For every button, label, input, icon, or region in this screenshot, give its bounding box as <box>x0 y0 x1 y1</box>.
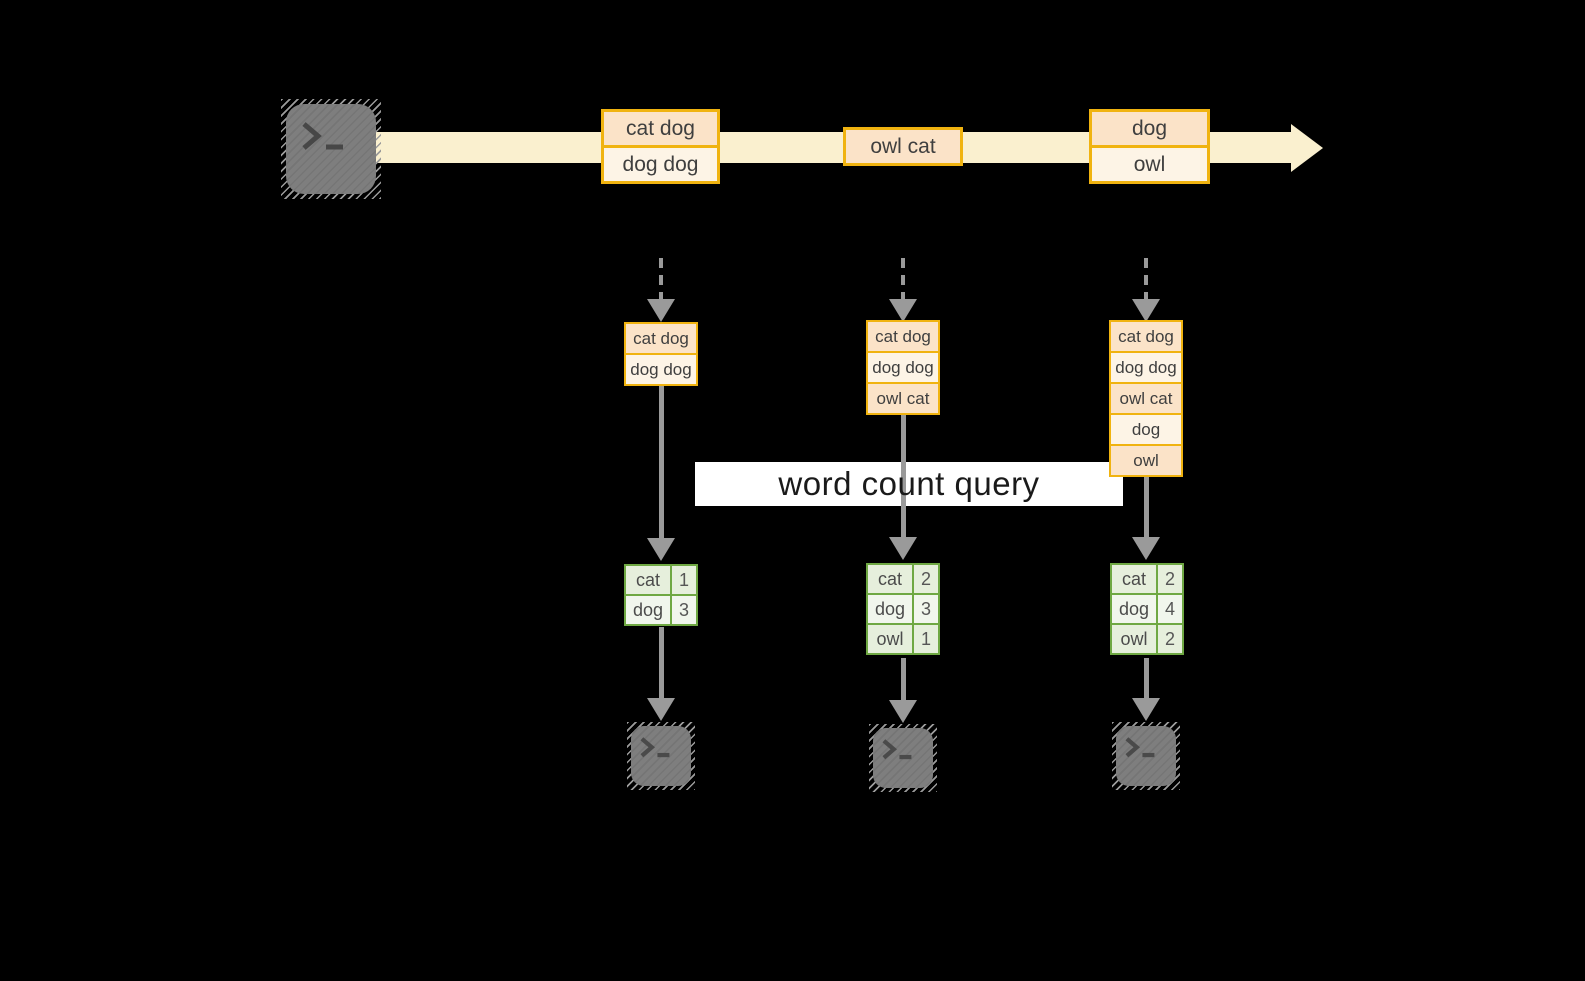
query-arrow-2-head <box>889 537 917 560</box>
dashed-arrow-3-head <box>1132 299 1160 322</box>
dashed-arrow-2-head <box>889 299 917 322</box>
count-cell: 4 <box>1156 593 1184 625</box>
word-cell: dog <box>866 593 914 625</box>
micro-batch-label: owl <box>1133 450 1159 470</box>
query-label: word count query <box>778 465 1040 502</box>
micro-batch-1: cat dog dog dog <box>624 322 698 386</box>
count-cell: 2 <box>912 563 940 595</box>
batch-item-label: dog <box>1131 116 1168 140</box>
output-arrow-2 <box>901 658 906 702</box>
word-cell: dog <box>1110 593 1158 625</box>
micro-batch-item: dog dog <box>866 351 940 384</box>
word-cell: cat <box>1110 563 1158 595</box>
dashed-arrow-1-head <box>647 299 675 322</box>
micro-batch-item: cat dog <box>866 320 940 353</box>
micro-batch-label: owl cat <box>1119 388 1173 408</box>
micro-batch-label: cat dog <box>1118 326 1174 346</box>
output-arrow-1 <box>659 627 664 700</box>
batch-item-label: owl cat <box>870 134 936 158</box>
batch-item: cat dog <box>601 109 720 148</box>
query-arrow-3 <box>1144 477 1149 539</box>
word-cell: owl <box>866 623 914 655</box>
word-cell: owl <box>1110 623 1158 655</box>
output-arrow-3-head <box>1132 698 1160 721</box>
table-row: cat 1 <box>624 564 698 596</box>
word-cell: dog <box>624 594 672 626</box>
table-row: dog 3 <box>624 594 698 626</box>
terminal-face <box>873 728 933 788</box>
wordcount-table-2: cat 2 dog 3 owl 1 <box>866 563 940 655</box>
prompt-glyph <box>1125 737 1155 758</box>
query-arrow-2 <box>901 415 906 539</box>
dashed-arrow-2 <box>901 258 905 302</box>
micro-batch-item: owl <box>1109 444 1183 477</box>
output-arrow-2-head <box>889 700 917 723</box>
count-cell: 1 <box>670 564 698 596</box>
batch-item: dog dog <box>601 145 720 184</box>
table-row: dog 3 <box>866 593 940 625</box>
micro-batch-item: cat dog <box>1109 320 1183 353</box>
query-arrow-3-head <box>1132 537 1160 560</box>
prompt-glyph <box>302 122 343 150</box>
prompt-glyph <box>882 739 912 760</box>
dashed-arrow-3 <box>1144 258 1148 302</box>
terminal-face <box>1116 726 1176 786</box>
query-banner <box>695 462 1123 506</box>
micro-batch-item: dog <box>1109 413 1183 446</box>
output-arrow-3 <box>1144 658 1149 700</box>
terminal-sink-icon-2 <box>869 724 937 792</box>
batch-item: dog <box>1089 109 1210 148</box>
terminal-face <box>286 104 376 194</box>
micro-batch-item: owl cat <box>1109 382 1183 415</box>
stream-arrowhead <box>1291 124 1323 172</box>
batch-item: owl <box>1089 145 1210 184</box>
count-cell: 2 <box>1156 563 1184 595</box>
micro-batch-3: cat dog dog dog owl cat dog owl <box>1109 320 1183 477</box>
wordcount-table-1: cat 1 dog 3 <box>624 564 698 626</box>
micro-batch-item: dog dog <box>1109 351 1183 384</box>
micro-batch-label: cat dog <box>633 328 689 348</box>
table-row: dog 4 <box>1110 593 1184 625</box>
word-cell: cat <box>866 563 914 595</box>
terminal-sink-icon-3 <box>1112 722 1180 790</box>
query-arrow-1-head <box>647 538 675 561</box>
table-row: owl 1 <box>866 623 940 655</box>
prompt-glyph <box>640 737 670 758</box>
micro-batch-label: dog dog <box>630 359 692 379</box>
batch-item-label: dog dog <box>622 152 699 176</box>
micro-batch-item: cat dog <box>624 322 698 355</box>
batch-item-label: owl <box>1133 152 1166 176</box>
micro-batch-label: dog dog <box>872 357 934 377</box>
count-cell: 2 <box>1156 623 1184 655</box>
table-row: owl 2 <box>1110 623 1184 655</box>
table-row: cat 2 <box>866 563 940 595</box>
batch-item-label: cat dog <box>626 116 695 140</box>
output-arrow-1-head <box>647 698 675 721</box>
micro-batch-item: owl cat <box>866 382 940 415</box>
count-cell: 3 <box>670 594 698 626</box>
micro-batch-item: dog dog <box>624 353 698 386</box>
terminal-face <box>631 726 691 786</box>
count-cell: 1 <box>912 623 940 655</box>
stream-batch-1: cat dog dog dog <box>601 109 720 184</box>
micro-batch-label: cat dog <box>875 326 931 346</box>
word-cell: cat <box>624 564 672 596</box>
stream-batch-3: dog owl <box>1089 109 1210 184</box>
count-cell: 3 <box>912 593 940 625</box>
wordcount-table-3: cat 2 dog 4 owl 2 <box>1110 563 1184 655</box>
micro-batch-label: dog dog <box>1115 357 1177 377</box>
terminal-sink-icon-1 <box>627 722 695 790</box>
micro-batch-label: owl cat <box>876 388 930 408</box>
table-row: cat 2 <box>1110 563 1184 595</box>
query-arrow-1 <box>659 384 664 540</box>
micro-batch-label: dog <box>1131 419 1161 439</box>
batch-item: owl cat <box>843 127 963 166</box>
terminal-source-icon <box>281 99 381 199</box>
dashed-arrow-1 <box>659 258 663 302</box>
micro-batch-2: cat dog dog dog owl cat <box>866 320 940 415</box>
stream-batch-2: owl cat <box>843 127 963 166</box>
